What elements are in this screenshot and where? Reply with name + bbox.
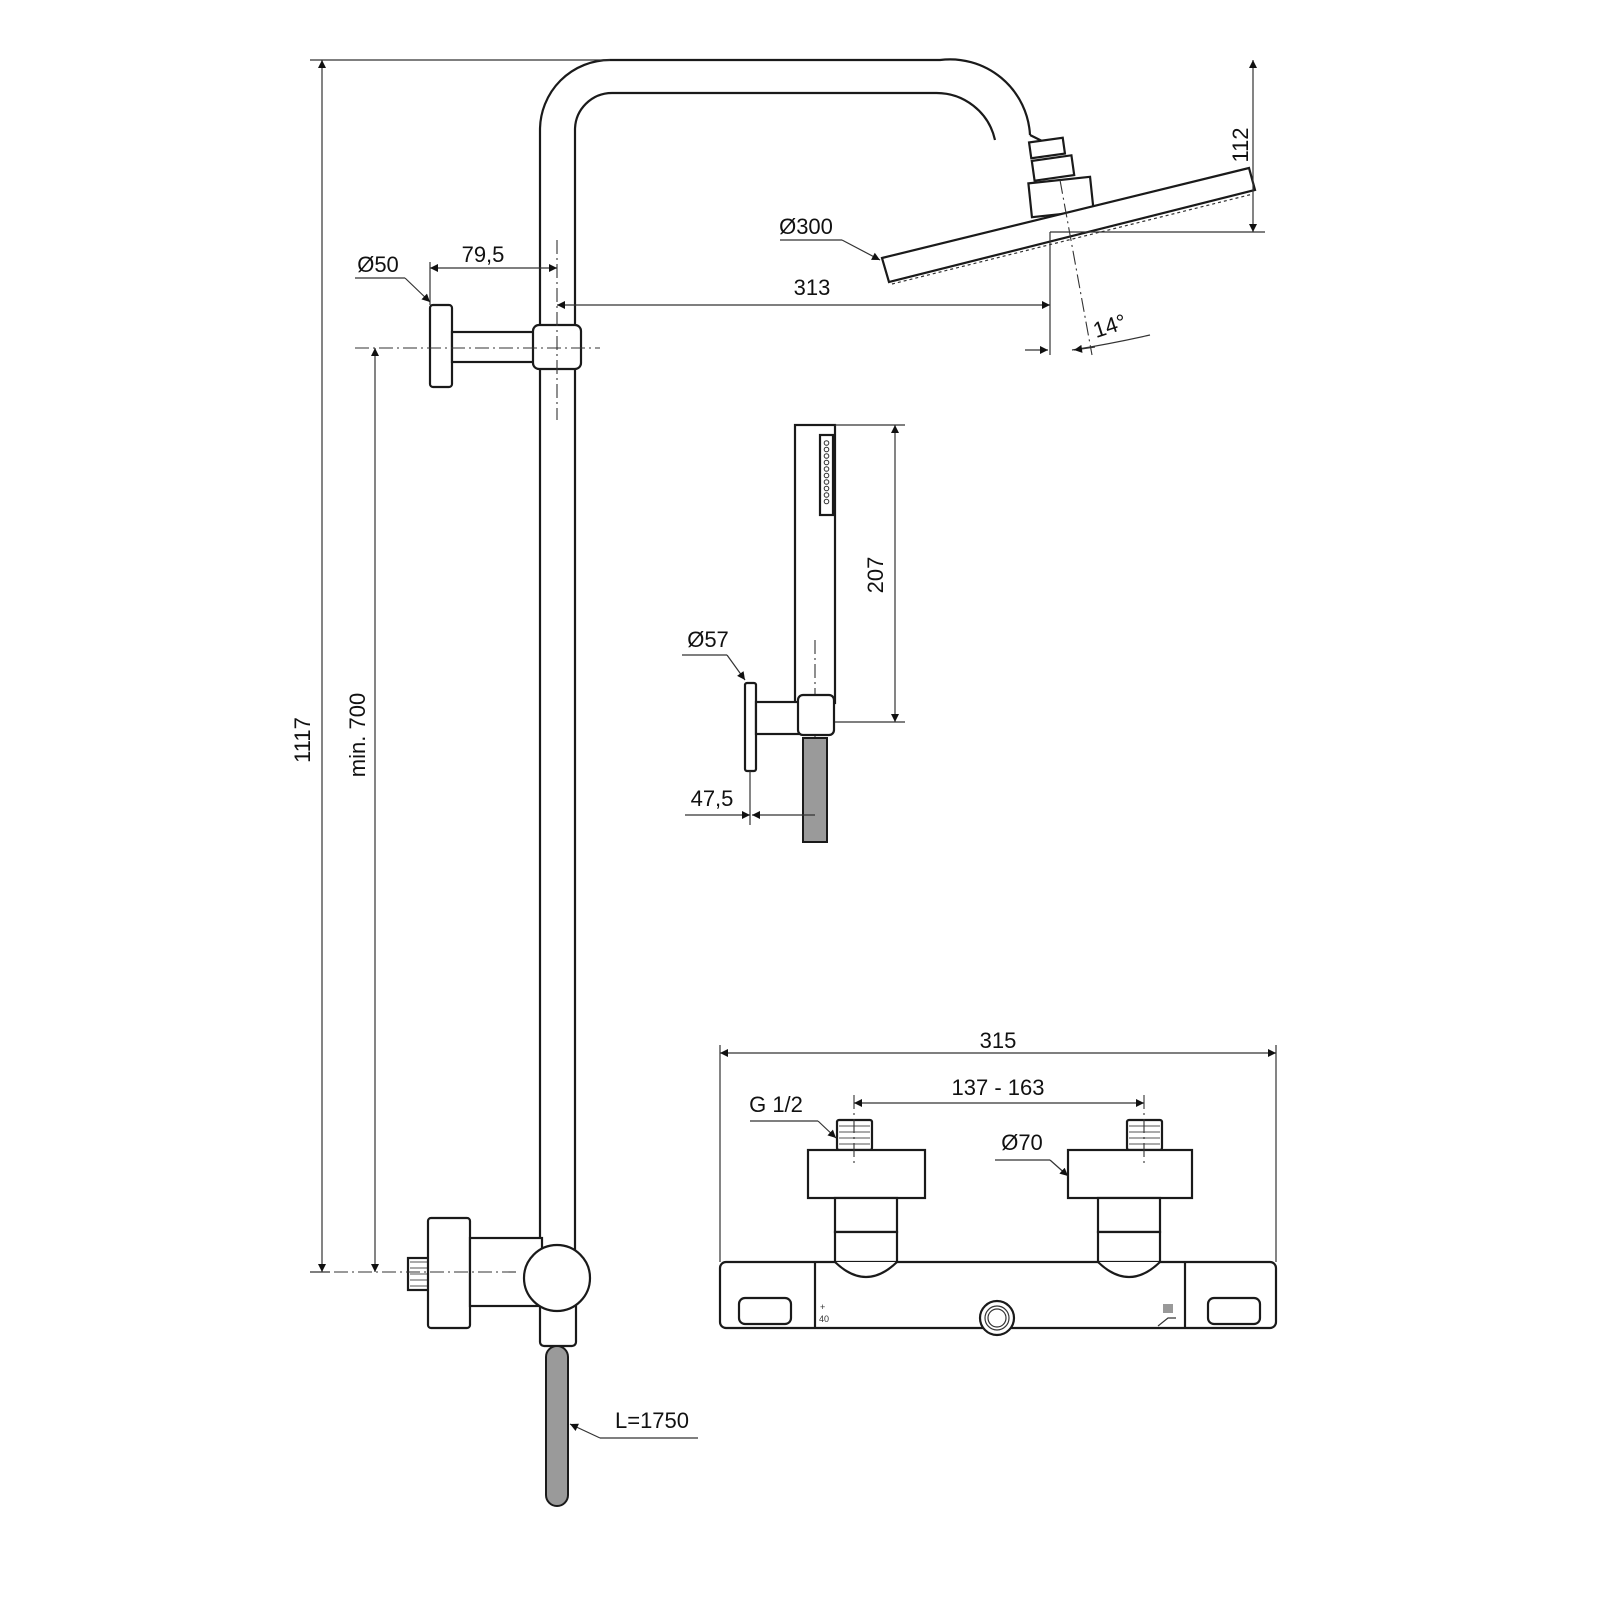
mixer-side-view <box>310 1216 592 1507</box>
dimension-mixer-width: 315 <box>719 1028 1277 1262</box>
dimension-arm-reach: 313 <box>557 232 1051 355</box>
nozzle-icon <box>823 459 830 466</box>
dimension-label: 207 <box>863 557 888 594</box>
dimension-holder-distance: 47,5 <box>685 771 815 825</box>
nozzle-icon <box>823 453 830 459</box>
dimension-label: G 1/2 <box>749 1092 803 1117</box>
dimension-wall-distance: 79,5 <box>429 242 557 305</box>
shower-head <box>880 136 1257 356</box>
dimension-head-diameter: Ø300 <box>779 214 881 261</box>
dimension-label: Ø50 <box>357 252 399 277</box>
dimension-label: Ø70 <box>1001 1130 1043 1155</box>
nozzle-icon <box>823 479 830 485</box>
shower-icon <box>1157 1317 1176 1327</box>
plus-marking: + <box>820 1302 825 1312</box>
dimension-label: 137 - 163 <box>952 1075 1045 1100</box>
dimension-label: 79,5 <box>462 242 505 267</box>
hand-shower-holder <box>743 681 836 843</box>
dimension-label: Ø300 <box>779 214 833 239</box>
dimension-inlet-spacing: 137 - 163 <box>854 1075 1144 1107</box>
dimension-hose-length: L=1750 <box>569 1408 698 1439</box>
dimension-label: 47,5 <box>691 786 734 811</box>
flow-handle[interactable] <box>1206 1296 1262 1326</box>
dimension-label: 14° <box>1090 309 1129 343</box>
dimension-label: 112 <box>1228 127 1253 162</box>
dimension-label: 313 <box>794 275 831 300</box>
dimension-total-height: 1117 <box>290 59 610 1273</box>
wall-bracket <box>355 240 600 420</box>
bin-icon <box>1163 1304 1173 1313</box>
mixer-front-view: + 40 <box>718 1095 1278 1337</box>
nozzle-icon <box>823 472 830 479</box>
dimension-label: 315 <box>980 1028 1017 1053</box>
hand-shower <box>793 423 837 760</box>
temperature-handle[interactable] <box>737 1296 793 1326</box>
dimension-label: L=1750 <box>615 1408 689 1433</box>
dimension-head-height: 112 <box>1050 60 1265 233</box>
nozzle-icon <box>823 492 830 498</box>
dimension-escutcheon-diameter: Ø70 <box>995 1130 1069 1177</box>
dimension-holder-diameter: Ø57 <box>682 627 746 681</box>
nozzle-icon <box>823 466 830 472</box>
nozzle-icon <box>823 498 830 505</box>
temp-marking: 40 <box>819 1314 829 1324</box>
dimension-label: 1117 <box>290 717 315 763</box>
dimension-bracket-diameter: Ø50 <box>355 252 431 303</box>
nozzle-icon <box>823 485 830 492</box>
nozzle-icon <box>823 446 830 453</box>
dimension-label: Ø57 <box>687 627 729 652</box>
dimension-hand-shower-length: 207 <box>835 424 905 723</box>
nozzle-icon <box>823 440 830 446</box>
dimension-min-height: min. 700 <box>345 348 379 1272</box>
dimension-label: min. 700 <box>345 693 370 777</box>
dimension-inlet-thread: G 1/2 <box>749 1092 837 1139</box>
